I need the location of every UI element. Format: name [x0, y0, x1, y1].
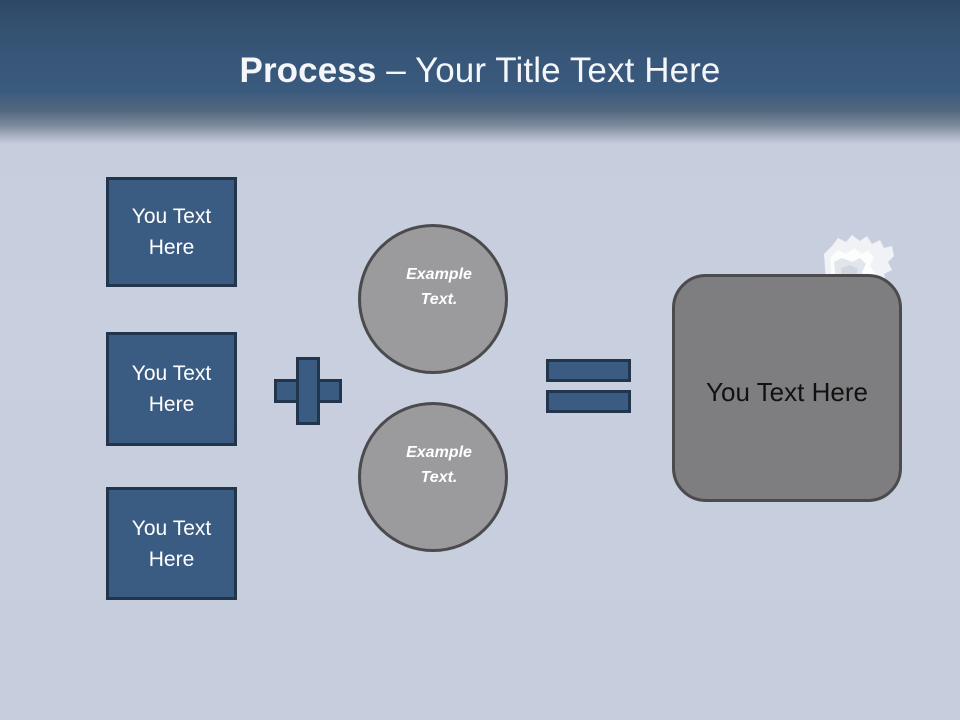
- input-box-1-label: You Text Here: [132, 201, 211, 263]
- input-box-3-line2: Here: [148, 547, 195, 571]
- page-title: Process – Your Title Text Here: [0, 50, 960, 92]
- input-box-2[interactable]: You Text Here: [106, 332, 237, 446]
- example-circle-2[interactable]: Example Text.: [358, 402, 508, 552]
- header-band: [0, 0, 960, 146]
- input-box-1-line1: You Text: [131, 205, 212, 228]
- input-box-1-line2: Here: [148, 236, 195, 259]
- input-box-3-label: You Text Here: [132, 513, 211, 575]
- input-box-2-line2: Here: [148, 393, 195, 416]
- example-circle-1-line2: Text.: [420, 291, 458, 308]
- input-box-2-label: You Text Here: [132, 358, 211, 420]
- example-circle-1-line1: Example: [406, 266, 472, 283]
- input-box-3[interactable]: You Text Here: [106, 487, 237, 600]
- equals-icon-top-bar: [546, 359, 631, 382]
- result-shape-label: You Text Here: [706, 377, 868, 407]
- example-circle-2-line2: Text.: [420, 469, 458, 486]
- result-shape[interactable]: You Text Here: [672, 274, 902, 502]
- page-title-light: Your Title Text Here: [415, 51, 721, 90]
- page-title-separator: –: [376, 51, 415, 90]
- example-circle-1-label: Example Text.: [406, 262, 472, 312]
- plus-icon: [274, 357, 342, 425]
- example-circle-1[interactable]: Example Text.: [358, 224, 508, 374]
- input-box-1[interactable]: You Text Here: [106, 177, 237, 287]
- input-box-3-line1: You Text: [131, 516, 212, 540]
- example-circle-2-line1: Example: [406, 444, 472, 461]
- equals-icon-bottom-bar: [546, 390, 631, 413]
- example-circle-2-label: Example Text.: [406, 440, 472, 490]
- input-box-2-line1: You Text: [131, 362, 212, 385]
- page-title-strong: Process: [239, 51, 377, 90]
- plus-icon-center: [299, 382, 317, 400]
- equals-icon: [546, 359, 631, 413]
